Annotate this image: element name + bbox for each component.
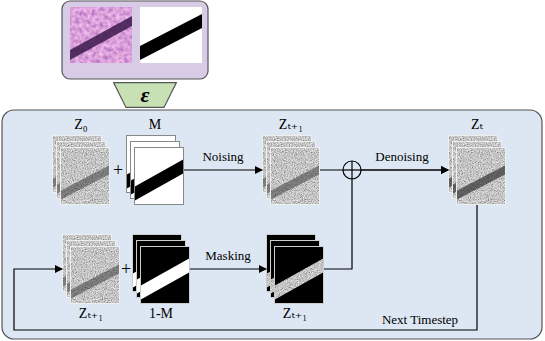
edge-label: Next Timestep <box>382 312 458 327</box>
flow-arrow <box>184 169 262 170</box>
denoised-stack: Zₜ <box>448 135 506 205</box>
masked-stack-image <box>266 234 324 304</box>
inverse-mask-stack-image <box>132 234 190 304</box>
trapezoid-outline <box>114 83 177 108</box>
node-label: ε <box>140 82 149 108</box>
encoder-trapezoid: ε <box>113 82 177 108</box>
latent-stack-image <box>52 135 110 205</box>
mask-image <box>140 7 202 63</box>
histology-image <box>70 7 132 63</box>
masked-stack: Zₜ₊₁ <box>266 234 324 304</box>
mask-stack: M <box>126 135 184 205</box>
node-label: 1-M <box>132 305 190 323</box>
node-label: Zₜ <box>448 116 506 134</box>
mask-stack-image <box>126 135 184 205</box>
denoised-stack-image <box>448 135 506 205</box>
node-label: Zₜ₊₁ <box>266 305 324 323</box>
inverse-mask-stack: 1-M <box>132 234 190 304</box>
plus-sign: + <box>113 160 123 180</box>
noised-stack-image <box>262 135 320 205</box>
edge-label: Masking <box>205 248 251 263</box>
plus-sign: + <box>121 259 131 279</box>
node-label: Zₜ₊₁ <box>62 305 120 323</box>
edge-label: Denoising <box>375 149 428 164</box>
flow-arrow <box>190 268 266 269</box>
sum-symbol <box>343 161 361 179</box>
node-label: M <box>126 116 184 134</box>
flow-arrow <box>14 205 477 330</box>
latent-stack-image <box>62 234 120 304</box>
node-label: Zₜ₊₁ <box>262 116 320 134</box>
node-label: Z₀ <box>52 116 110 134</box>
latent-stack: Zₜ₊₁ <box>62 234 120 304</box>
noised-stack: Zₜ₊₁ <box>262 135 320 205</box>
flow-arrow <box>324 170 448 269</box>
latent-stack: Z₀ <box>52 135 110 205</box>
process-panel <box>2 110 542 339</box>
input-box <box>62 1 208 79</box>
edge-label: Noising <box>202 149 243 164</box>
